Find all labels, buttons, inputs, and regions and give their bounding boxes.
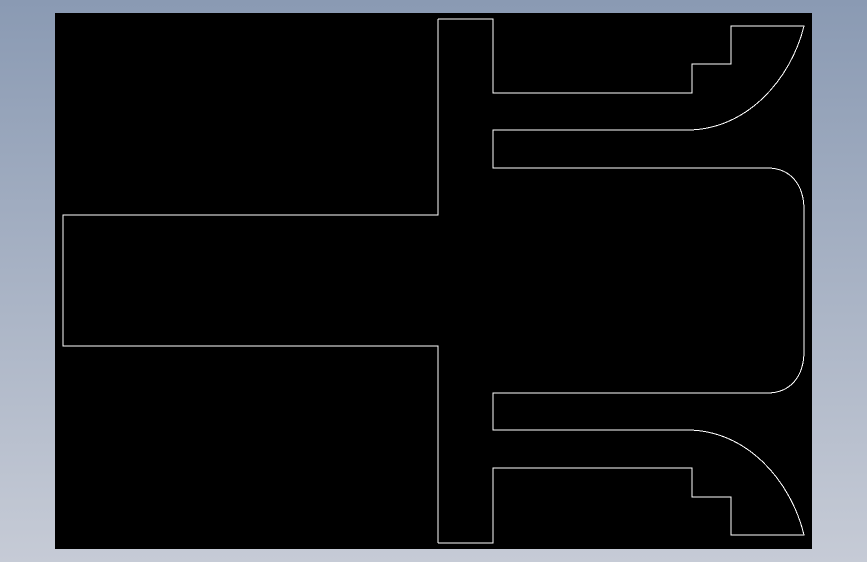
cad-drawing-viewport[interactable] [55,13,812,549]
flange-profile [438,18,805,544]
canvas-background [55,13,812,549]
drawing-canvas [55,13,812,549]
shaft-profile [62,19,439,543]
part-outline [62,18,805,544]
